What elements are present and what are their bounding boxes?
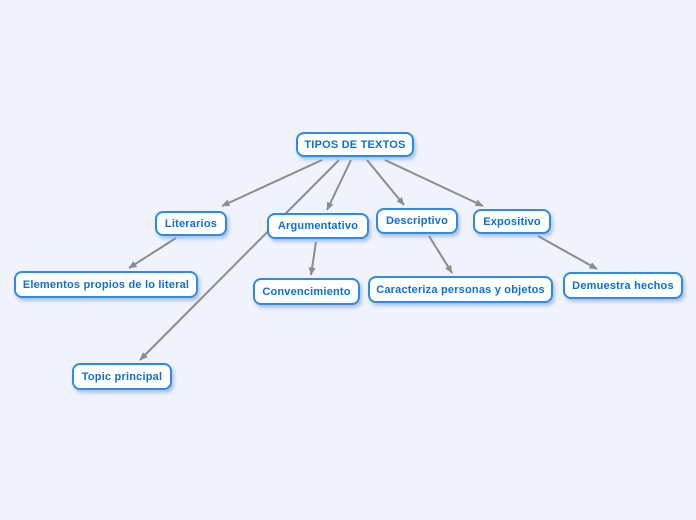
edge-literarios-elementos: [128, 237, 177, 269]
edge-root-topic-principal: [139, 159, 340, 361]
node-label: Demuestra hechos: [572, 279, 674, 292]
node-convencimiento[interactable]: Convencimiento: [253, 278, 360, 305]
edge-root-literarios: [221, 159, 323, 207]
node-argumentativo[interactable]: Argumentativo: [267, 213, 369, 239]
node-descriptivo[interactable]: Descriptivo: [376, 208, 458, 234]
edge-expositivo-demuestra: [537, 235, 598, 270]
edge-descriptivo-caracteriza: [428, 235, 453, 274]
node-label: Topic principal: [81, 370, 163, 383]
edge-root-expositivo: [384, 159, 484, 207]
node-label: Caracteriza personas y objetos: [376, 283, 545, 296]
node-topic-principal[interactable]: Topic principal: [72, 363, 172, 390]
node-label: Expositivo: [483, 215, 541, 228]
node-demuestra-hechos[interactable]: Demuestra hechos: [563, 272, 683, 299]
edge-root-descriptivo: [366, 159, 405, 206]
node-label: Convencimiento: [262, 285, 351, 298]
node-label: TIPOS DE TEXTOS: [304, 138, 406, 151]
node-tipos-de-textos[interactable]: TIPOS DE TEXTOS: [296, 132, 414, 157]
node-label: Elementos propios de lo literal: [22, 278, 190, 291]
node-label: Literarios: [164, 217, 218, 230]
node-elementos-propios[interactable]: Elementos propios de lo literal: [14, 271, 198, 298]
edge-root-argumentativo: [326, 159, 352, 211]
edge-argumentativo-convencimiento: [308, 241, 317, 276]
node-label: Argumentativo: [277, 220, 359, 232]
node-literarios[interactable]: Literarios: [155, 211, 227, 236]
node-expositivo[interactable]: Expositivo: [473, 209, 551, 234]
node-label: Descriptivo: [385, 215, 449, 227]
node-caracteriza-personas[interactable]: Caracteriza personas y objetos: [368, 276, 553, 303]
